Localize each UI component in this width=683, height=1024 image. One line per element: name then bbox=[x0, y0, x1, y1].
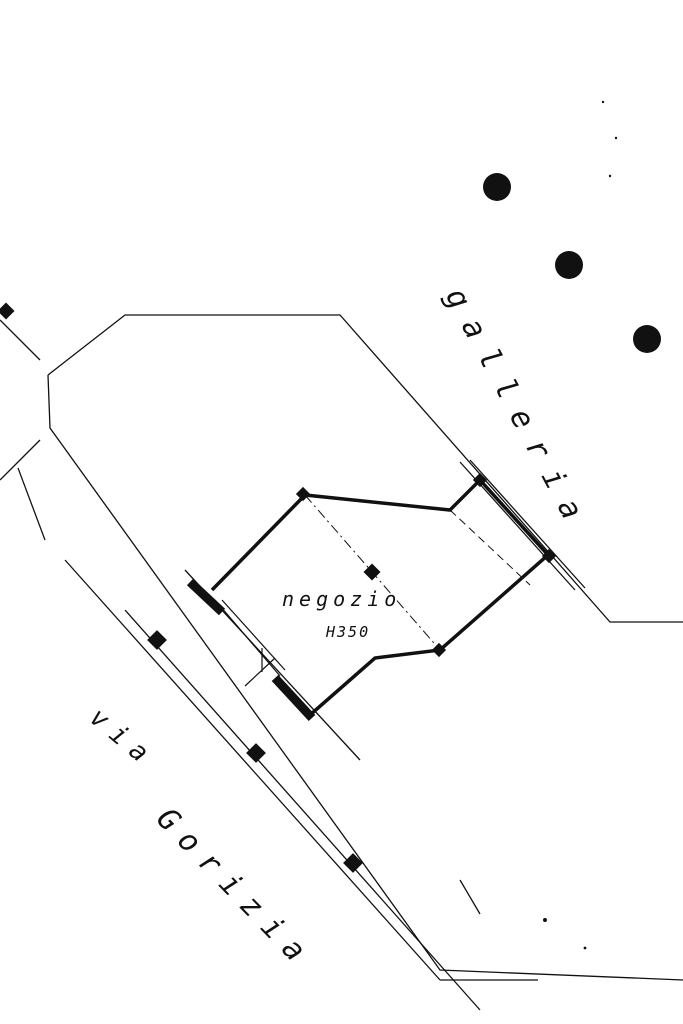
shop-unit bbox=[186, 472, 557, 722]
column-1 bbox=[483, 173, 511, 201]
column-2 bbox=[555, 251, 583, 279]
column-markers bbox=[483, 173, 661, 353]
shop-height-label: H350 bbox=[325, 623, 370, 641]
shop-label: negozio bbox=[282, 587, 401, 611]
street-name-label: Gorizia bbox=[149, 801, 320, 977]
shop-entrance-wall-left bbox=[186, 578, 226, 616]
gallery-label: galleria bbox=[438, 282, 597, 539]
street-prefix-label: via bbox=[84, 702, 162, 774]
column-3 bbox=[633, 325, 661, 353]
shop-entrance-wall-right bbox=[271, 674, 316, 722]
scan-specks bbox=[543, 100, 618, 950]
building-outline bbox=[0, 314, 683, 1011]
